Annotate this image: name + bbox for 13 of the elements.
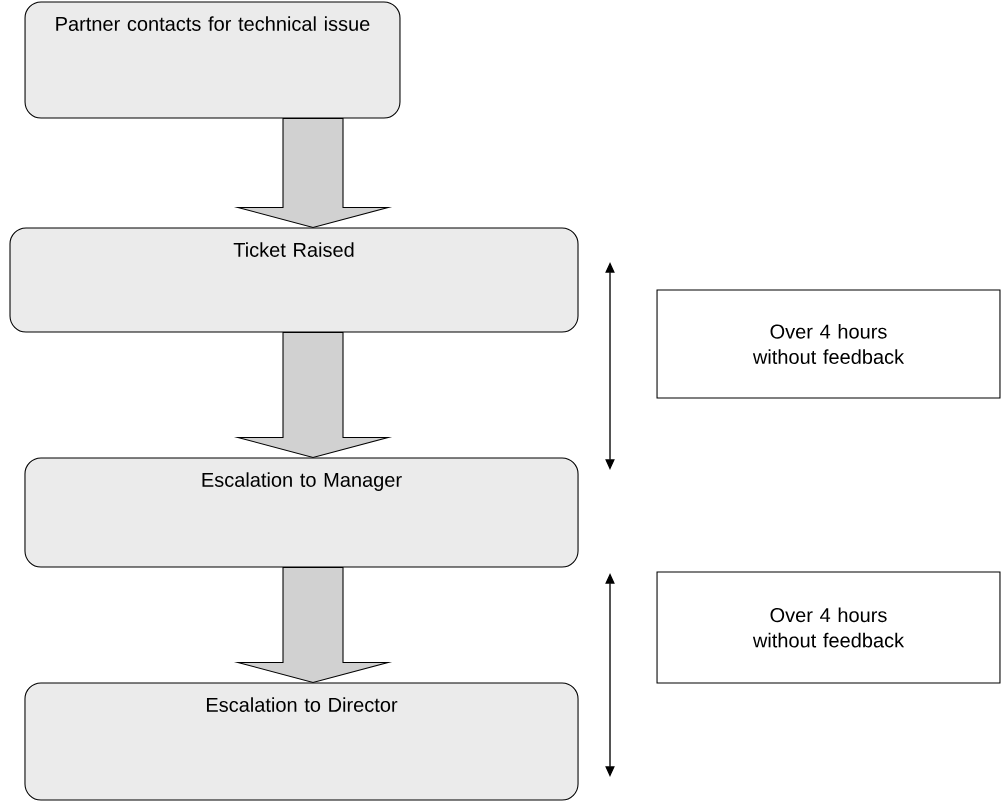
block-arrow — [233, 332, 393, 458]
process-box — [9, 227, 579, 333]
process-box — [24, 457, 579, 568]
process-box — [24, 682, 579, 801]
node-label: Escalation to Manager — [202, 472, 402, 491]
note-box: Over 4 hours without feedback — [656, 289, 1001, 399]
node-label: Ticket Raised — [233, 242, 354, 257]
note-box: Over 4 hours without feedback — [656, 571, 1001, 684]
process-box — [24, 1, 401, 119]
block-arrow — [233, 567, 393, 683]
block-arrow — [233, 118, 393, 228]
node-label: Escalation to Director — [206, 697, 398, 712]
node-label: Partner contacts for technical issue — [56, 16, 370, 31]
